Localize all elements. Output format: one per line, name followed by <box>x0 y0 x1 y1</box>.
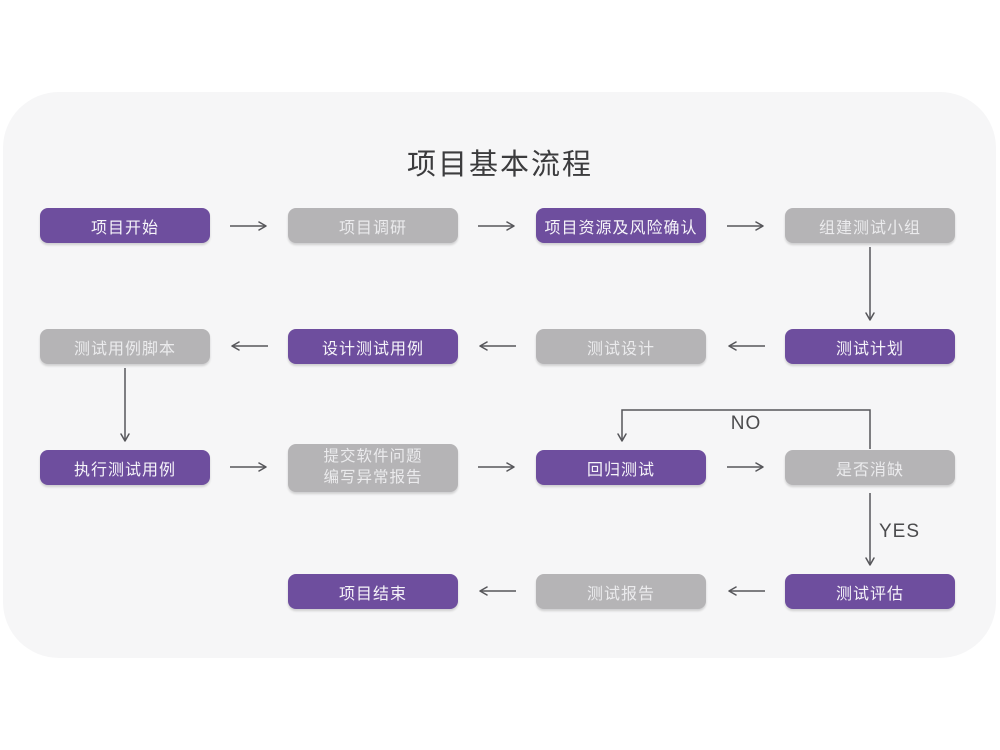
edge-label-no: NO <box>730 413 762 434</box>
node-test-design: 测试设计 <box>536 329 706 364</box>
node-form-test-team: 组建测试小组 <box>785 208 955 243</box>
node-resources-risk-confirm: 项目资源及风险确认 <box>536 208 706 243</box>
node-project-research: 项目调研 <box>288 208 458 243</box>
edge-label-yes: YES <box>879 521 921 542</box>
page-title: 项目基本流程 <box>406 149 593 181</box>
node-regression-test: 回归测试 <box>536 450 706 485</box>
node-execute-test-cases: 执行测试用例 <box>40 450 210 485</box>
node-project-start: 项目开始 <box>40 208 210 243</box>
flowchart-card <box>3 92 996 658</box>
node-project-end: 项目结束 <box>288 574 458 609</box>
node-test-case-script: 测试用例脚本 <box>40 329 210 364</box>
node-test-report: 测试报告 <box>536 574 706 609</box>
node-design-test-cases: 设计测试用例 <box>288 329 458 364</box>
node-test-plan: 测试计划 <box>785 329 955 364</box>
node-defect-cleared-decision: 是否消缺 <box>785 450 955 485</box>
node-submit-issues-report: 提交软件问题 编写异常报告 <box>288 444 458 492</box>
node-test-evaluation: 测试评估 <box>785 574 955 609</box>
